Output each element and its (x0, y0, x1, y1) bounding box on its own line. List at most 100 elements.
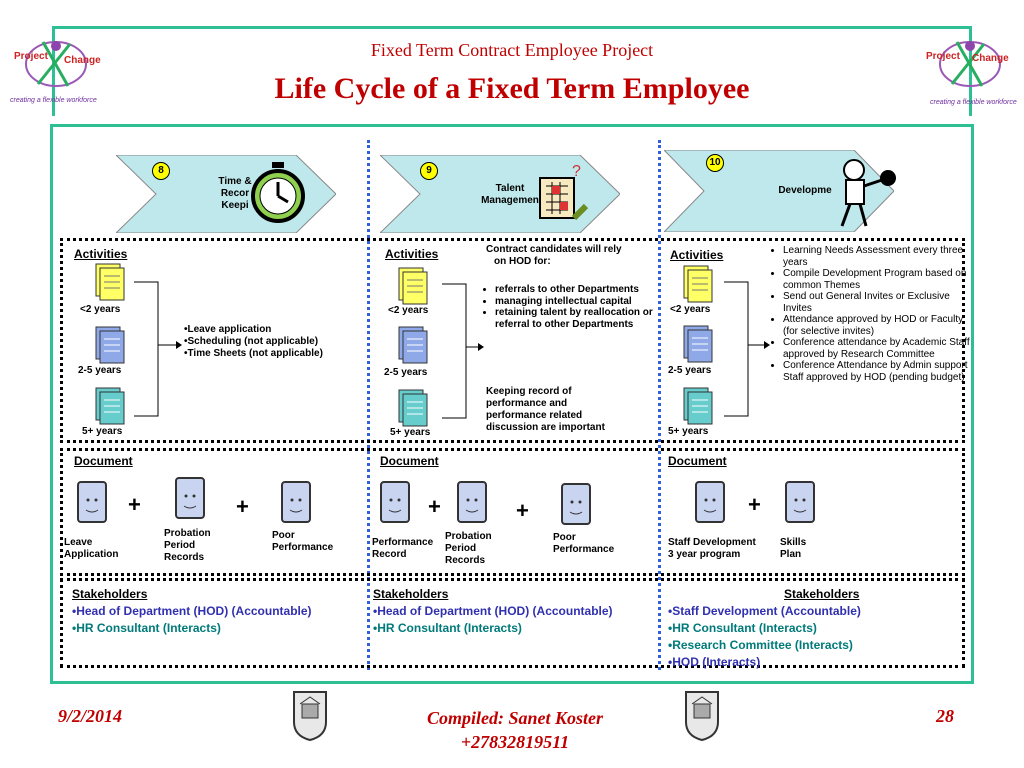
logo-figure-icon (25, 41, 87, 87)
project-change-logo-left: Project Change creating a flexible workf… (8, 34, 103, 109)
activities-heading: Activities (74, 247, 128, 261)
plus-sign: + (128, 492, 141, 517)
stakeholder-item: •Staff Development (Accountable) (668, 604, 861, 618)
document-icon (785, 481, 815, 523)
stakeholder-item: •HR Consultant (Interacts) (72, 621, 221, 635)
logo-figure-icon (939, 41, 1001, 87)
teal-documents-icon (398, 389, 428, 427)
stakeholders-block: Stakeholders •Head of Department (HOD) (… (373, 586, 613, 637)
document-icon (281, 481, 311, 523)
bracket-arrow-icon (442, 283, 484, 419)
activity-item: •Leave application (184, 324, 272, 335)
year-label: <2 years (670, 304, 711, 315)
stakeholders-heading: Stakeholders (72, 587, 148, 601)
stopwatch-icon (251, 162, 305, 223)
yellow-documents-icon (398, 267, 428, 305)
document-heading: Document (668, 454, 727, 468)
activity-item: Attendance approved by HOD or Faculty (f… (783, 314, 973, 337)
logo-left-word1: Project (14, 51, 48, 62)
activities-heading: Activities (670, 248, 724, 262)
year-label: <2 years (80, 304, 121, 315)
activity-item: •Time Sheets (not applicable) (184, 348, 323, 359)
year-label: <2 years (388, 305, 429, 316)
teal-documents-icon (683, 387, 713, 425)
plus-sign: + (428, 494, 441, 519)
document-heading: Document (74, 454, 133, 468)
activity-item: Compile Development Program based on com… (783, 268, 973, 291)
bracket-arrow-icon (724, 281, 770, 417)
blue-documents-icon (683, 325, 713, 363)
hod-activity-list: referrals to other Departments managing … (482, 284, 655, 330)
teal-documents-icon (95, 387, 125, 425)
page-number: 28 (936, 706, 954, 726)
document-icon (457, 481, 487, 523)
stakeholder-item: •HR Consultant (Interacts) (668, 621, 817, 635)
plus-sign: + (748, 492, 761, 517)
activity-item: Conference Attendance by Admin support S… (783, 360, 973, 383)
year-label: 2-5 years (384, 367, 428, 378)
activity-item: Learning Needs Assessment every three ye… (783, 245, 973, 268)
logo-right-word2: Change (972, 53, 1009, 64)
stakeholders-block: Stakeholders •Staff Development (Account… (668, 586, 958, 671)
stage-badge: 8 (152, 162, 170, 180)
logo-right-word1: Project (926, 51, 960, 62)
activities-heading: Activities (385, 247, 439, 261)
yellow-documents-icon (95, 263, 125, 301)
activity-item: Conference attendance by Academic Staff … (783, 337, 973, 360)
activity-list: •Leave application •Scheduling (not appl… (184, 324, 323, 360)
activity-item: referrals to other Departments (495, 284, 655, 296)
plus-sign: + (516, 498, 529, 523)
document-icon (380, 481, 410, 523)
stakeholder-item: •HOD (Interacts) (668, 655, 761, 669)
header-frame (52, 26, 972, 116)
document-heading: Document (380, 454, 439, 468)
stage-badge: 10 (706, 154, 724, 172)
university-crest-icon (293, 691, 327, 742)
footer-compiled: Compiled: Sanet Koster +27832819511 (380, 706, 650, 754)
blue-documents-icon (398, 326, 428, 364)
stakeholder-item: •Head of Department (HOD) (Accountable) (72, 604, 312, 618)
stakeholders-band (60, 578, 965, 668)
stage-chevron (664, 150, 894, 232)
activity-item: Send out General Invites or Exclusive In… (783, 291, 973, 314)
year-label: 5+ years (390, 427, 431, 438)
stage-badge: 9 (420, 162, 438, 180)
document-icon (561, 483, 591, 525)
main-frame (50, 124, 974, 684)
stage-label: Developme (778, 185, 832, 196)
blue-documents-icon (95, 326, 125, 364)
plus-sign: + (236, 494, 249, 519)
year-label: 2-5 years (668, 365, 712, 376)
document-icon (77, 481, 107, 523)
activity-item: managing intellectual capital (495, 296, 655, 308)
slide-title: Life Cycle of a Fixed Term Employee (274, 72, 750, 105)
document-icon (175, 477, 205, 519)
stakeholders-heading: Stakeholders (373, 587, 449, 601)
stakeholder-item: •Research Committee (Interacts) (668, 638, 853, 652)
year-label: 5+ years (82, 426, 123, 437)
talent-board-icon: ? (539, 163, 589, 221)
project-change-logo-right: Project Change creating a flexible workf… (922, 34, 1017, 109)
compiled-by: Compiled: Sanet Koster (426, 708, 603, 728)
document-band (60, 448, 965, 576)
slide-subtitle: Fixed Term Contract Employee Project (370, 40, 654, 60)
development-activity-list: Learning Needs Assessment every three ye… (770, 245, 973, 383)
column-separator (367, 140, 370, 670)
document-icon (695, 481, 725, 523)
university-crest-icon (685, 691, 719, 742)
logo-right-tagline: creating a flexible workforce (930, 99, 1017, 106)
footer-date: 9/2/2014 (58, 706, 123, 726)
column-separator (658, 140, 661, 670)
compiled-phone: +27832819511 (460, 732, 570, 752)
stakeholders-heading: Stakeholders (784, 587, 860, 601)
